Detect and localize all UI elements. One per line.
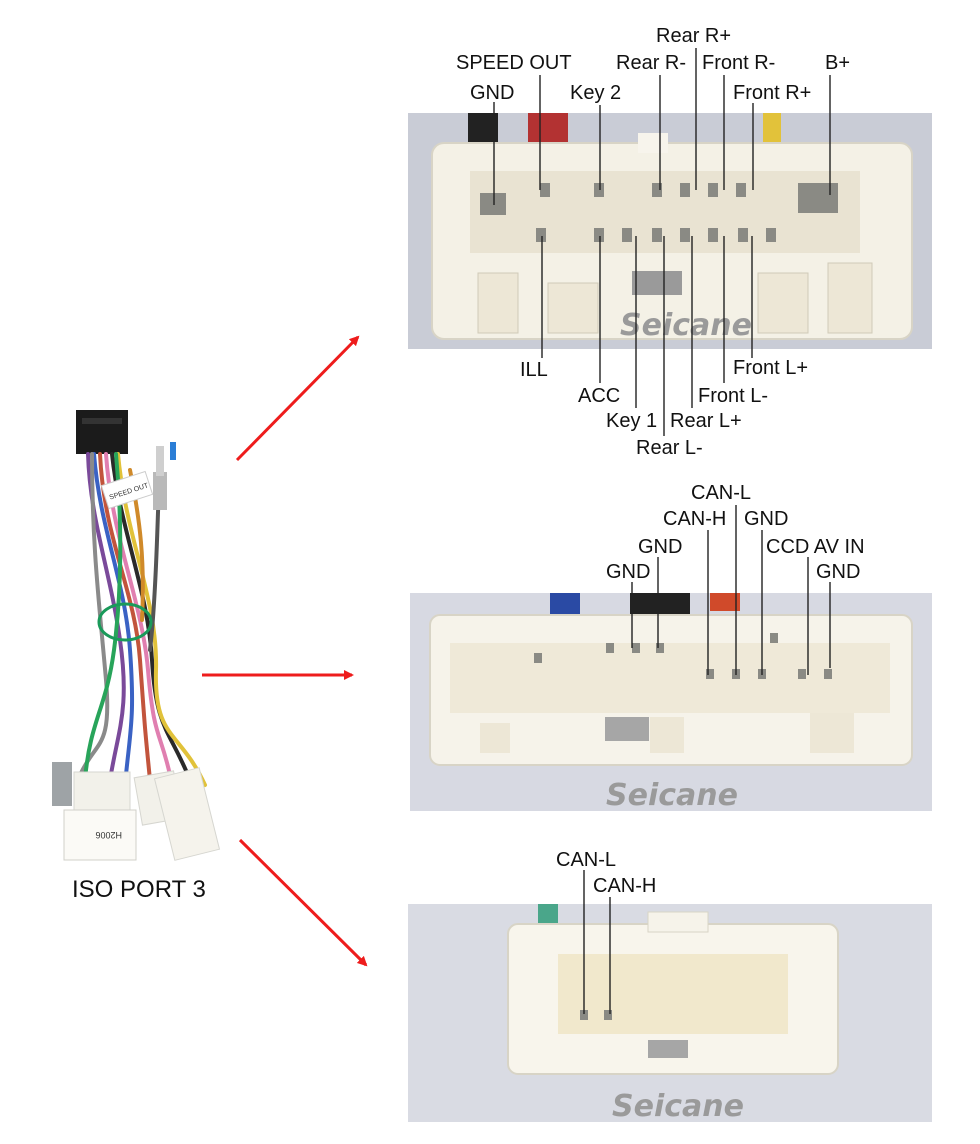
harness-caption: ISO PORT 3 — [72, 876, 206, 903]
wire-harness-illustration: SPEED OUT H2006 — [52, 410, 221, 861]
connector-2-photo: Seicane — [410, 593, 932, 811]
connector-3-watermark: Seicane — [612, 1089, 744, 1122]
label-front-r-plus: Front R+ — [733, 82, 812, 104]
label-rear-r-minus: Rear R- — [616, 52, 687, 74]
label-speed-out: SPEED OUT — [456, 52, 572, 74]
label-front-l-minus: Front L- — [698, 385, 769, 407]
label-rear-l-minus: Rear L- — [636, 437, 703, 459]
label-front-r-minus: Front R- — [702, 52, 776, 74]
label-can-h-2: CAN-H — [663, 508, 727, 530]
connector-2-watermark: Seicane — [606, 778, 738, 811]
connector-1-watermark: Seicane — [620, 308, 752, 343]
label-gnd-2c: GND — [606, 561, 651, 583]
label-ccd-av-in: CCD AV IN — [766, 536, 865, 558]
label-ill: ILL — [520, 359, 548, 381]
label-can-h-3: CAN-H — [593, 875, 657, 897]
label-rear-r-plus: Rear R+ — [656, 25, 732, 47]
arrow-to-connector-3 — [238, 838, 368, 967]
arrow-to-connector-1 — [235, 335, 360, 462]
connector-1-photo: Seicane — [408, 113, 932, 349]
label-gnd-2b: GND — [638, 536, 683, 558]
label-gnd-2d: GND — [816, 561, 861, 583]
label-gnd-1: GND — [470, 82, 515, 104]
label-b-plus: B+ — [825, 52, 851, 74]
label-key-2: Key 2 — [570, 82, 622, 104]
connector-3-photo: Seicane — [408, 904, 932, 1122]
label-front-l-plus: Front L+ — [733, 357, 809, 379]
label-can-l-2: CAN-L — [691, 482, 752, 504]
label-gnd-2a: GND — [744, 508, 789, 530]
label-can-l-3: CAN-L — [556, 849, 617, 871]
label-rear-l-plus: Rear L+ — [670, 410, 742, 432]
label-acc: ACC — [578, 385, 621, 407]
harness-plug-text: H2006 — [95, 830, 122, 840]
label-key-1: Key 1 — [606, 410, 658, 432]
